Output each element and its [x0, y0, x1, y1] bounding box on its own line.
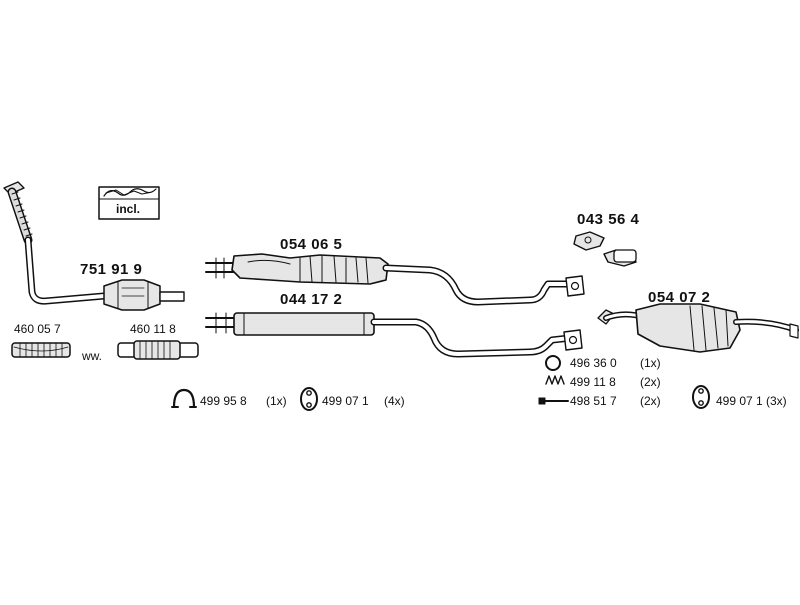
accessory-qty-bolt: (2x)	[640, 394, 661, 408]
part-number-flex-pipe-2[interactable]: 460 11 8	[130, 322, 176, 336]
flex-pipe-2-icon	[117, 340, 199, 360]
rear-silencer-icon	[597, 303, 799, 353]
accessory-qty-spring: (2x)	[640, 375, 661, 389]
bolt-icon	[538, 397, 569, 405]
front-silencer-lower-icon	[205, 312, 583, 358]
accessory-number-mount-rear[interactable]: 499 07 1	[716, 394, 763, 408]
alternative-marker: ww.	[82, 349, 103, 363]
gasket-ring-icon	[545, 355, 561, 371]
accessory-qty-clamp: (1x)	[266, 394, 287, 408]
accessory-number-clamp[interactable]: 499 95 8	[200, 394, 247, 408]
rubber-mount-icon-2	[692, 385, 710, 409]
accessory-number-spring[interactable]: 499 11 8	[570, 375, 616, 389]
part-number-front-silencer-lower[interactable]: 044 17 2	[280, 291, 343, 308]
accessory-qty-mount-front: (4x)	[384, 394, 405, 408]
accessory-number-bolt[interactable]: 498 51 7	[570, 394, 617, 408]
part-number-front-silencer-upper[interactable]: 054 06 5	[280, 236, 343, 253]
pipe-connector-icon	[573, 231, 637, 267]
part-number-connector[interactable]: 043 56 4	[577, 211, 640, 228]
flex-pipe-1-icon	[11, 342, 71, 358]
accessory-number-mount-front[interactable]: 499 07 1	[322, 394, 369, 408]
part-number-flex-pipe-1[interactable]: 460 05 7	[14, 322, 61, 336]
accessory-number-gasket[interactable]: 496 36 0	[570, 356, 617, 370]
clamp-icon	[171, 388, 197, 409]
spring-icon	[545, 375, 565, 385]
fitting-kit-box-icon	[98, 186, 160, 220]
fitting-kit-label: incl.	[116, 202, 141, 216]
part-number-rear-silencer[interactable]: 054 07 2	[648, 289, 711, 306]
accessory-qty-gasket: (1x)	[640, 356, 661, 370]
rubber-mount-icon	[300, 387, 318, 411]
accessory-qty-mount-rear: (3x)	[766, 394, 787, 408]
front-silencer-upper-icon	[205, 253, 585, 306]
part-number-catalytic-converter[interactable]: 751 91 9	[80, 261, 143, 278]
catalytic-converter-icon	[3, 181, 185, 311]
